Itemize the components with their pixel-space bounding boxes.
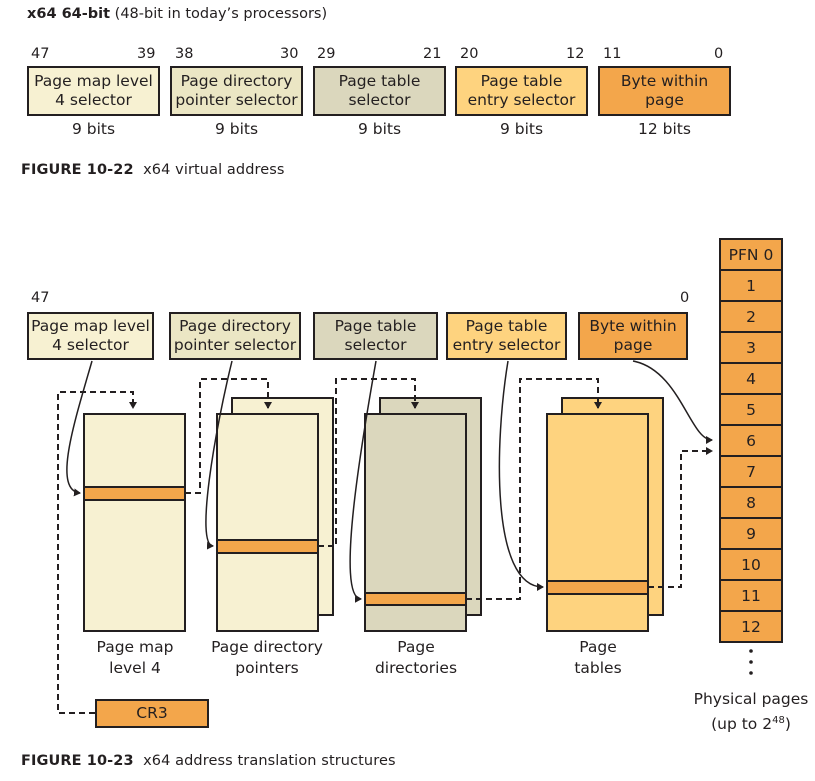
- bit-47: 47: [31, 46, 50, 62]
- fig23-field-pt: Page table selector: [313, 312, 438, 360]
- physical-range-exp: 48: [772, 715, 785, 726]
- va-field-pte-label: Page table entry selector: [467, 72, 576, 109]
- physical-range-close: ): [784, 715, 791, 734]
- fig23-bit-47: 47: [31, 290, 50, 306]
- va-field-pdp: Page directory pointer selector: [170, 66, 303, 116]
- physical-pages-range: (up to 248): [711, 715, 791, 733]
- bit-30: 30: [280, 46, 299, 62]
- pfn-cell: 11: [719, 579, 783, 612]
- pd-label: Page directories: [374, 638, 458, 677]
- pfn-cell: 4: [719, 362, 783, 395]
- bit-21: 21: [423, 46, 442, 62]
- pfn-cell: 8: [719, 486, 783, 519]
- pml4-label: Page map level 4: [96, 638, 174, 677]
- fig23-field-pml4: Page map level 4 selector: [27, 312, 154, 360]
- fig23-caption-text: x64 address translation structures: [143, 753, 396, 769]
- pt-to-pfn-link: [648, 447, 713, 588]
- pdp-index-arrow: [205, 360, 233, 550]
- fig22-title: x64 64-bit (48-bit in today’s processors…: [27, 6, 327, 22]
- bit-38: 38: [175, 46, 194, 62]
- fig23-bit-0: 0: [680, 290, 690, 306]
- fig22-title-bold: x64 64-bit: [27, 6, 111, 22]
- va-field-pml4: Page map level 4 selector: [27, 66, 160, 116]
- pfn-more-dot-3: [749, 671, 753, 675]
- va-size-pdp: 9 bits: [214, 120, 259, 138]
- pdp-to-pd-link: [318, 378, 419, 547]
- va-size-pml4: 9 bits: [71, 120, 116, 138]
- fig22-caption-number: FIGURE 10-22: [21, 162, 134, 178]
- pfn-cell: 10: [719, 548, 783, 581]
- pml4-table: [83, 413, 186, 632]
- fig23-field-pt-label: Page table selector: [334, 317, 417, 354]
- bit-20: 20: [460, 46, 479, 62]
- fig23-field-byte: Byte within page: [578, 312, 688, 360]
- pml4-entry: [83, 486, 186, 501]
- va-size-byte: 12 bits: [638, 120, 691, 138]
- pfn-more-dot-1: [749, 649, 753, 653]
- va-field-pt-label: Page table selector: [338, 72, 421, 109]
- fig23-field-pdp-label: Page directory pointer selector: [173, 317, 297, 354]
- bit-11: 11: [603, 46, 622, 62]
- byte-offset-arrow: [632, 360, 713, 444]
- pt-entry: [546, 580, 649, 595]
- pt-index-arrow: [498, 360, 544, 591]
- pfn-cell: 1: [719, 269, 783, 302]
- cr3-register: CR3: [95, 699, 209, 728]
- va-field-pte: Page table entry selector: [455, 66, 588, 116]
- fig23-caption: FIGURE 10-23 x64 address translation str…: [21, 753, 396, 769]
- pt-label: Page tables: [574, 638, 622, 677]
- pfn-cell: 9: [719, 517, 783, 550]
- pfn-cell: 5: [719, 393, 783, 426]
- fig23-field-pdp: Page directory pointer selector: [169, 312, 301, 360]
- cr3-to-pml4-link: [57, 391, 137, 714]
- fig23-field-pml4-label: Page map level 4 selector: [31, 317, 150, 354]
- physical-pages-label: Physical pages (up to 248): [688, 689, 814, 735]
- pfn-cell: 7: [719, 455, 783, 488]
- pfn-cell: 12: [719, 610, 783, 643]
- pfn-cell: PFN 0: [719, 238, 783, 271]
- physical-pages-title: Physical pages: [693, 690, 809, 708]
- pfn-cell: 3: [719, 331, 783, 364]
- bit-0: 0: [714, 46, 724, 62]
- fig23-field-pte: Page table entry selector: [446, 312, 567, 360]
- pdp-entry: [216, 539, 319, 554]
- va-size-pte: 9 bits: [499, 120, 544, 138]
- physical-range-text: (up to 2: [711, 715, 773, 734]
- pd-to-pt-link: [466, 378, 602, 600]
- cr3-label: CR3: [136, 704, 168, 722]
- bit-29: 29: [317, 46, 336, 62]
- pml4-to-pdp-link: [185, 378, 272, 494]
- pdp-table: [216, 413, 319, 632]
- fig23-caption-number: FIGURE 10-23: [21, 753, 134, 769]
- fig22-caption-text: x64 virtual address: [143, 162, 285, 178]
- pd-index-arrow: [349, 360, 377, 603]
- va-field-pdp-label: Page directory pointer selector: [175, 72, 298, 109]
- bit-12: 12: [566, 46, 585, 62]
- va-field-pt: Page table selector: [313, 66, 446, 116]
- pfn-cell: 2: [719, 300, 783, 333]
- fig22-title-rest: (48-bit in today’s processors): [110, 6, 328, 22]
- va-size-pt: 9 bits: [357, 120, 402, 138]
- fig23-field-byte-label: Byte within page: [589, 317, 677, 354]
- pfn-more-dot-2: [749, 660, 753, 664]
- fig23-field-pte-label: Page table entry selector: [452, 317, 561, 354]
- pd-entry: [364, 592, 467, 606]
- fig22-caption: FIGURE 10-22 x64 virtual address: [21, 162, 285, 178]
- va-field-byte-label: Byte within page: [620, 72, 709, 109]
- pfn-cell: 6: [719, 424, 783, 457]
- pt-table: [546, 413, 649, 632]
- va-field-byte: Byte within page: [598, 66, 731, 116]
- pdp-label: Page directory pointers: [211, 638, 323, 677]
- bit-39: 39: [137, 46, 156, 62]
- va-field-pml4-label: Page map level 4 selector: [34, 72, 153, 109]
- pml4-index-arrow: [66, 360, 93, 497]
